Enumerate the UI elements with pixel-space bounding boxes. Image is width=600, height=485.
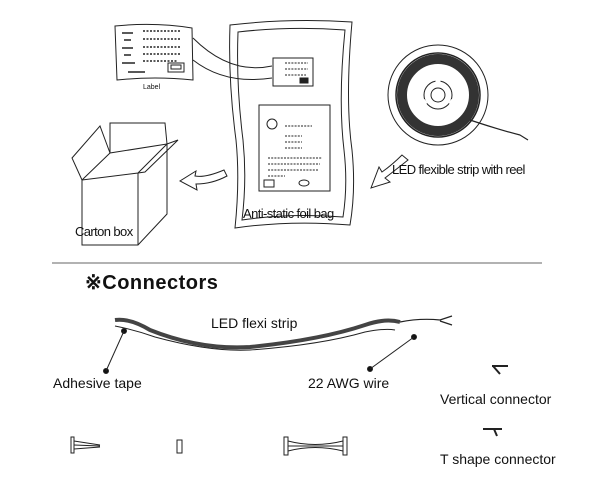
clip-connector bbox=[176, 439, 183, 454]
carton-box bbox=[71, 122, 179, 246]
t-shape-connector bbox=[483, 428, 502, 437]
led-flexi-strip bbox=[114, 315, 453, 351]
foil-bag bbox=[229, 20, 355, 229]
jumper-connector bbox=[283, 436, 348, 456]
wire-connector bbox=[70, 436, 101, 454]
label-sheet bbox=[114, 23, 273, 81]
wire-pointer bbox=[367, 334, 417, 372]
label-caption: Label bbox=[143, 84, 161, 91]
reel-caption: LED flexible strip with reel bbox=[392, 162, 525, 177]
carton-box-caption: Carton box bbox=[75, 224, 133, 239]
t-shape-connector-caption: T shape connector bbox=[440, 451, 556, 467]
strip-caption: LED flexi strip bbox=[211, 315, 298, 331]
foil-bag-caption: Anti-static foil bag bbox=[243, 206, 334, 221]
reel bbox=[387, 44, 529, 146]
adhesive-tape-pointer bbox=[103, 328, 127, 374]
arrow-to-carton bbox=[178, 169, 228, 191]
vertical-connector bbox=[492, 365, 508, 375]
arrow-to-bag bbox=[370, 154, 409, 189]
connectors-title: Connectors bbox=[102, 272, 219, 294]
adhesive-tape-caption: Adhesive tape bbox=[53, 375, 142, 391]
connectors-heading: ※Connectors bbox=[85, 270, 218, 295]
reference-mark-icon: ※ bbox=[85, 272, 103, 294]
wire-caption: 22 AWG wire bbox=[308, 375, 390, 391]
vertical-connector-caption: Vertical connector bbox=[440, 391, 552, 407]
